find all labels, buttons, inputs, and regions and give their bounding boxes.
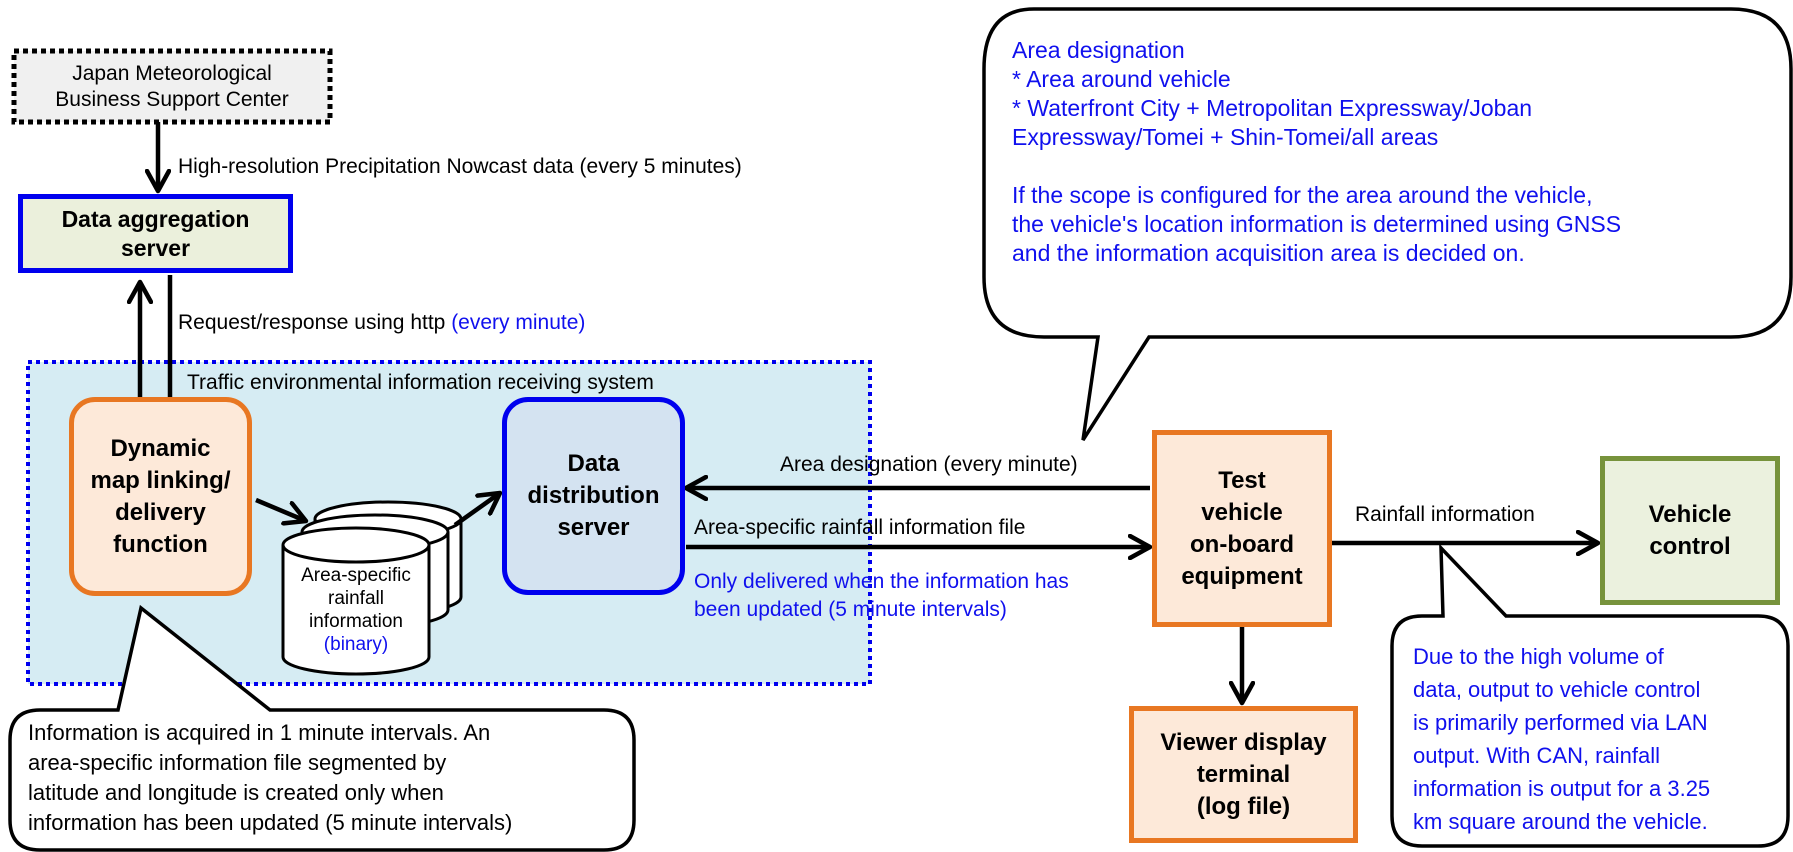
test-vehicle-node: Test vehicle on-board equipment xyxy=(1152,430,1332,627)
volume-line3: is primarily performed via LAN xyxy=(1413,710,1708,735)
acquisition-callout-text: Information is acquired in 1 minute inte… xyxy=(28,718,628,838)
acquisition-callout-shape xyxy=(8,604,636,852)
dynamic-map-line3: delivery xyxy=(115,498,206,526)
test-vehicle-line4: equipment xyxy=(1181,562,1303,590)
delivered-note-2: been updated (5 minute intervals) xyxy=(694,598,1007,621)
jmbsc-line1: Japan Meteorological xyxy=(72,61,272,85)
test-vehicle-line2: vehicle xyxy=(1201,498,1283,526)
request-label: Request/response using http (every minut… xyxy=(178,311,585,335)
area-callout-line2: * Area around vehicle xyxy=(1012,66,1231,92)
distribution-line3: server xyxy=(557,514,630,541)
viewer-line3: (log file) xyxy=(1196,792,1291,820)
aggregation-line1: Data aggregation xyxy=(61,205,250,232)
rainfall-db-cylinders xyxy=(281,500,463,676)
vehicle-control-line1: Vehicle xyxy=(1648,500,1732,528)
jmbsc-box xyxy=(11,48,333,125)
test-vehicle-line3: on-board xyxy=(1190,530,1294,558)
area-callout-line5: If the scope is configured for the area … xyxy=(1012,182,1593,208)
rainfall-db-line4: (binary) xyxy=(323,634,389,655)
viewer-line2: terminal xyxy=(1196,760,1291,788)
acquisition-line4: information has been updated (5 minute i… xyxy=(28,810,513,835)
area-callout-text: Area designation * Area around vehicle *… xyxy=(1012,36,1782,268)
db-to-distribution-arrow xyxy=(453,493,500,527)
distribution-line2: distribution xyxy=(527,482,660,509)
rainfall-info-label: Rainfall information xyxy=(1355,503,1535,526)
area-callout-spacer xyxy=(1012,152,1782,181)
viewer-line1: Viewer display xyxy=(1160,728,1327,756)
volume-line1: Due to the high volume of xyxy=(1413,644,1664,669)
dynamic-map-line2: map linking/ xyxy=(90,466,231,494)
map-to-db-arrow xyxy=(255,497,306,521)
volume-line6: km square around the vehicle. xyxy=(1413,809,1708,834)
acquisition-line2: area-specific information file segmented… xyxy=(28,750,447,775)
rainfall-db-line1: Area-specific xyxy=(301,565,411,586)
vehicle-control-line2: control xyxy=(1649,532,1731,560)
test-vehicle-line1: Test xyxy=(1218,466,1266,494)
volume-line4: output. With CAN, rainfall xyxy=(1413,743,1660,768)
request-frequency: (every minute) xyxy=(451,311,586,334)
aggregation-line2: server xyxy=(120,234,191,261)
jmbsc-line2: Business Support Center xyxy=(55,87,289,111)
dynamic-map-line1: Dynamic xyxy=(110,434,211,462)
rainfall-db-label: Area-specific rainfall information (bina… xyxy=(283,560,429,660)
area-callout-line6: the vehicle's location information is de… xyxy=(1012,211,1622,237)
volume-line5: information is output for a 3.25 xyxy=(1413,776,1711,801)
dynamic-map-line4: function xyxy=(113,530,208,558)
request-text: Request/response using http xyxy=(178,311,446,334)
rainfall-db-line2: rainfall xyxy=(328,588,384,609)
area-callout-line7: and the information acquisition area is … xyxy=(1012,240,1525,266)
dynamic-map-node: Dynamic map linking/ delivery function xyxy=(69,397,252,596)
area-designation-label: Area designation (every minute) xyxy=(780,453,1078,476)
viewer-node: Viewer display terminal (log file) xyxy=(1129,706,1358,843)
system-label: Traffic environmental information receiv… xyxy=(187,371,654,394)
volume-callout-shape xyxy=(1390,543,1790,848)
delivered-note-1: Only delivered when the information has xyxy=(694,570,1069,593)
area-callout-line3: * Waterfront City + Metropolitan Express… xyxy=(1012,95,1533,121)
vehicle-control-node: Vehicle control xyxy=(1600,456,1780,605)
data-distribution-server: Data distribution server xyxy=(502,397,685,595)
acquisition-line3: latitude and longitude is created only w… xyxy=(28,780,444,805)
rainfall-file-label: Area-specific rainfall information file xyxy=(694,516,1026,539)
volume-callout-text: Due to the high volume of data, output t… xyxy=(1413,640,1783,838)
distribution-line1: Data xyxy=(567,450,620,477)
jmbsc-node: Japan Meteorological Business Support Ce… xyxy=(18,55,326,118)
connectors xyxy=(140,122,1598,703)
area-callout-line1: Area designation xyxy=(1012,37,1185,63)
volume-line2: data, output to vehicle control xyxy=(1413,677,1701,702)
data-aggregation-server: Data aggregation server xyxy=(18,194,293,273)
area-callout-line4: Expressway/Tomei + Shin-Tomei/all areas xyxy=(1012,124,1439,150)
area-callout-shape xyxy=(982,7,1793,441)
nowcast-label: High-resolution Precipitation Nowcast da… xyxy=(178,155,742,178)
rainfall-db-line3: information xyxy=(309,611,403,632)
acquisition-line1: Information is acquired in 1 minute inte… xyxy=(28,720,491,745)
